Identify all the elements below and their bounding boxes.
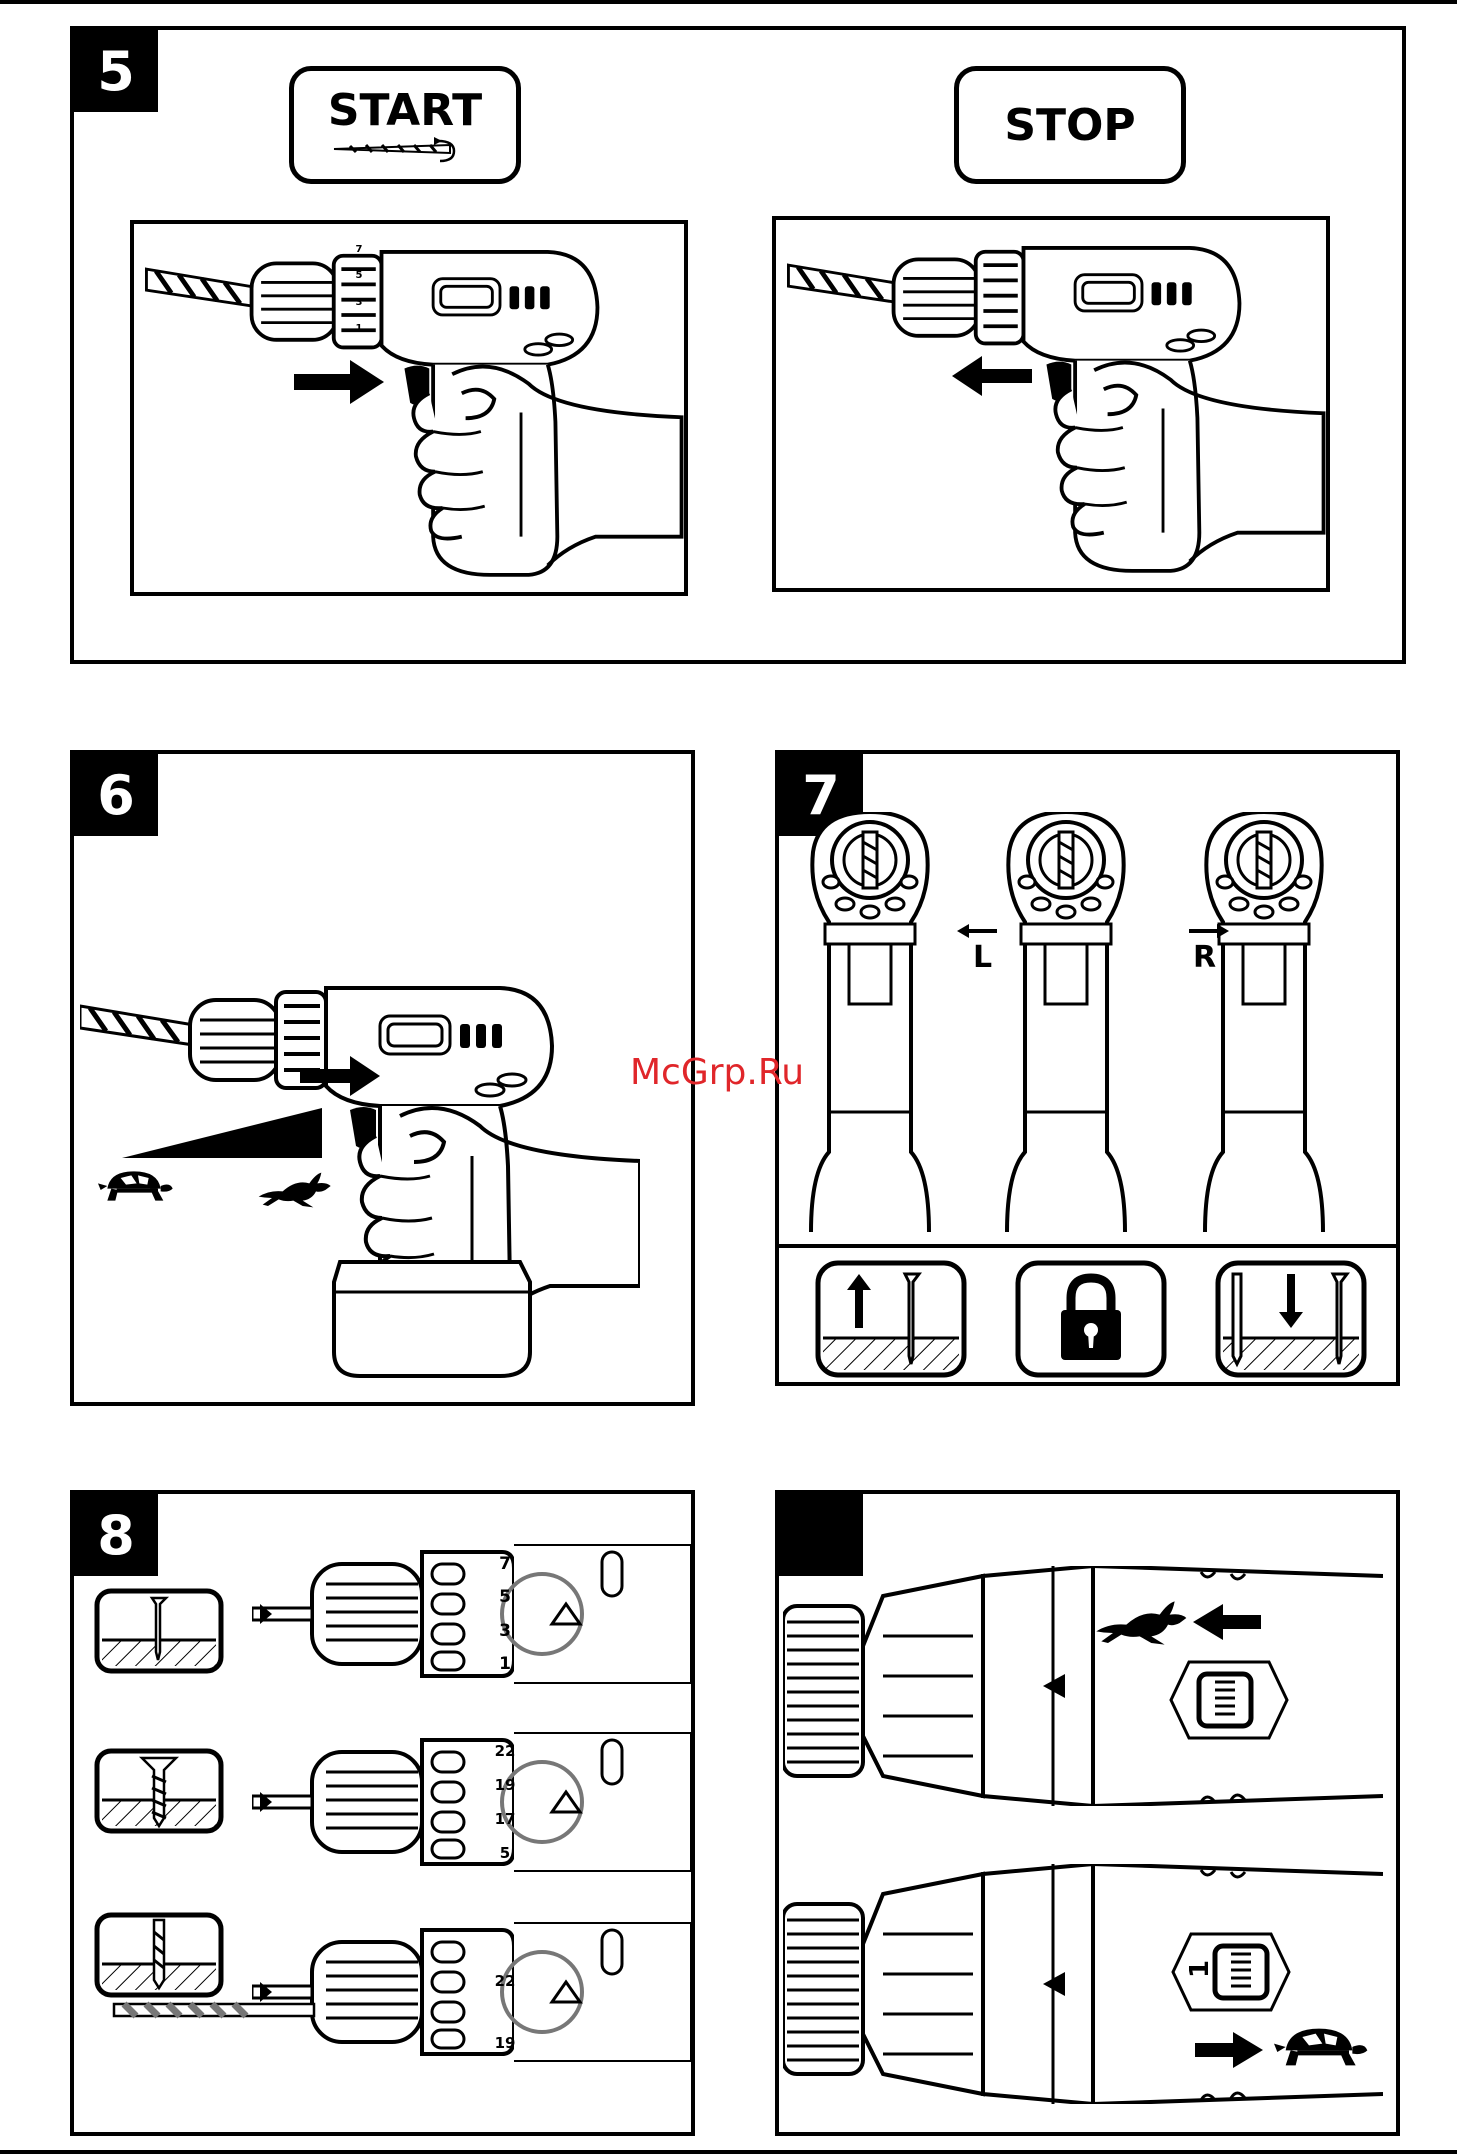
top-rule — [0, 0, 1457, 4]
panel-number — [779, 1494, 863, 1576]
stop-drill-illustration — [772, 216, 1330, 592]
gear-mark: 1 — [356, 323, 363, 334]
gear-mark: 3 — [356, 297, 363, 308]
hare-icon — [256, 1168, 336, 1212]
panel-speed-switch: 1 — [775, 1490, 1400, 2136]
push-arrow-icon — [294, 360, 384, 404]
torque-mark: 3 — [499, 1621, 511, 1641]
drill-bit-illustration — [114, 1994, 314, 2024]
stop-label: STOP — [954, 66, 1186, 184]
torque-marks-low: 1 3 5 7 — [492, 1554, 518, 1674]
turtle-icon — [1269, 2022, 1369, 2072]
panel-8: 8 1 3 5 7 5 17 19 — [70, 1490, 695, 2136]
panel-number: 5 — [74, 30, 158, 112]
drill-front-right — [1199, 776, 1329, 1268]
gear-mark: 5 — [356, 270, 363, 281]
bottom-rule — [0, 2150, 1457, 2154]
chuck-setting-low — [252, 1544, 692, 1684]
panel-7: 7 L R — [775, 750, 1400, 1386]
gear-mark: 7 — [356, 244, 363, 255]
drill-front-locked — [1001, 776, 1131, 1268]
chuck-setting-drill — [252, 1922, 692, 2062]
panel-6: 6 — [70, 750, 695, 1406]
start-drill-illustration — [130, 220, 688, 596]
push-arrow-icon — [300, 1056, 380, 1096]
start-text: START — [328, 87, 482, 135]
mode-strip — [779, 1244, 1400, 1248]
release-arrow-icon — [952, 356, 1032, 396]
arrow-left-icon — [957, 924, 997, 938]
start-label: START — [289, 66, 521, 184]
drill-illustration — [134, 224, 688, 596]
torque-mark: 17 — [495, 1810, 516, 1828]
torque-marks-drill: 19 22 — [492, 1972, 518, 2052]
push-arrow-icon — [1193, 1604, 1261, 1640]
panel-number: 6 — [74, 754, 158, 836]
panel-5: 5 START STOP — [70, 26, 1406, 664]
lock-icon — [1015, 1260, 1167, 1378]
drill-bit-icon — [94, 1912, 224, 1998]
gear-marks-start: 1 3 5 7 — [351, 244, 367, 334]
drill-front-left — [805, 776, 935, 1268]
gear-switch-digit: 1 — [1185, 1960, 1215, 1978]
reverse-screw-icon — [815, 1260, 967, 1378]
drill-bit-rotation-icon — [330, 135, 480, 163]
hare-icon — [1093, 1598, 1193, 1648]
torque-marks-high: 5 17 19 22 — [492, 1742, 518, 1862]
torque-mark: 22 — [495, 1972, 516, 1990]
forward-screw-drill-icon — [1215, 1260, 1367, 1378]
torque-mark: 5 — [500, 1844, 510, 1862]
chuck-setting-high — [252, 1732, 692, 1872]
torque-mark: 5 — [499, 1587, 511, 1607]
stop-text: STOP — [1004, 100, 1135, 151]
battery-pack-illustration — [330, 1252, 550, 1382]
gear-switch-high — [1169, 1660, 1289, 1740]
speed-ramp-icon — [122, 1108, 322, 1158]
watermark: McGrp.Ru — [630, 1052, 804, 1093]
drill-top-high-speed — [783, 1566, 1383, 1806]
direction-right-label: R — [1193, 940, 1216, 975]
push-arrow-icon — [1195, 2032, 1263, 2068]
torque-mark: 19 — [495, 2034, 516, 2052]
panel-number: 8 — [74, 1494, 158, 1576]
screw-small-icon — [94, 1588, 224, 1674]
arrow-right-icon — [1189, 924, 1229, 938]
direction-left-label: L — [973, 940, 992, 975]
torque-mark: 1 — [499, 1654, 511, 1674]
drill-illustration — [776, 220, 1330, 592]
screw-large-icon — [94, 1748, 224, 1834]
torque-mark: 7 — [499, 1554, 511, 1574]
turtle-icon — [94, 1164, 174, 1208]
torque-mark: 22 — [495, 1742, 516, 1760]
torque-mark: 19 — [495, 1776, 516, 1794]
